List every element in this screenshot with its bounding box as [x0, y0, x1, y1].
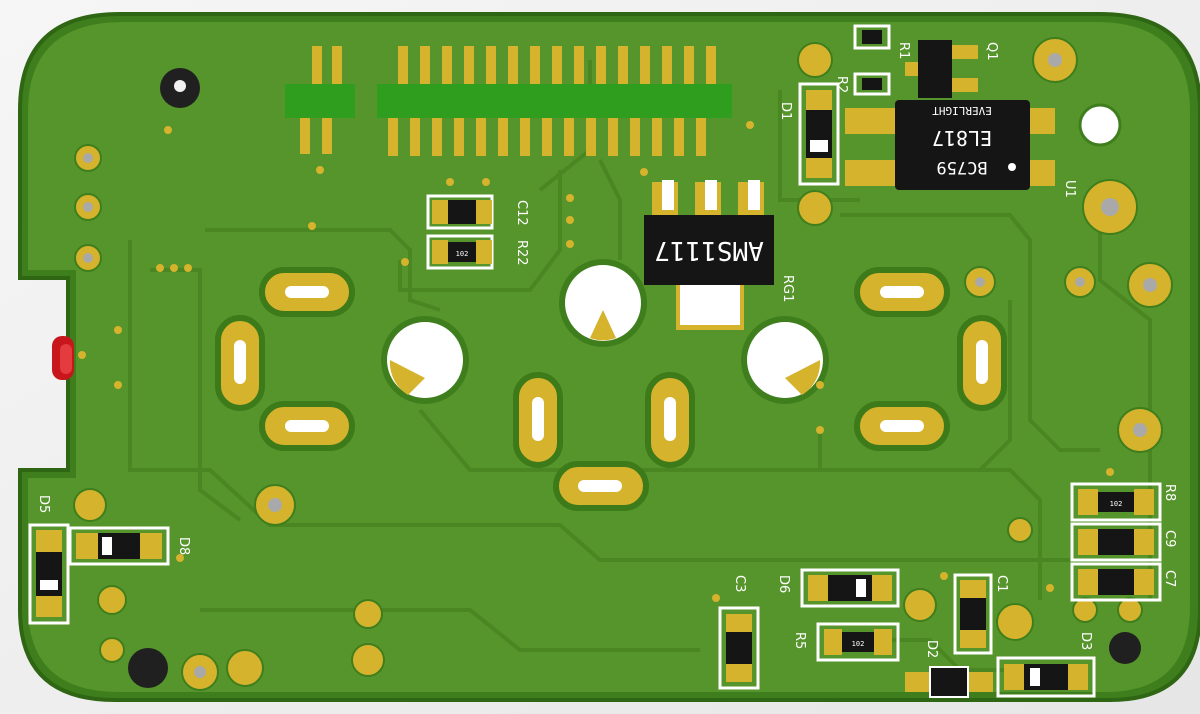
- smd-parts: 102 102: [28, 24, 1162, 698]
- label-q1: Q1: [984, 42, 999, 61]
- mount-holes-large: [381, 259, 829, 404]
- label-rg1: RG1: [780, 275, 795, 302]
- resistor-code-r22: 102: [456, 250, 469, 258]
- label-c12: C12: [514, 200, 529, 226]
- label-d1: D1: [778, 102, 793, 120]
- silkscreen-labels: R1 R2 Q1 D1 U1 C12 R22 RG1 D5 D8 C3 D6 R…: [36, 42, 1177, 658]
- optocoupler-brand: EVERLIGHT: [932, 104, 992, 117]
- regulator-marking: AMS1117: [654, 235, 764, 265]
- label-c7: C7: [1162, 570, 1177, 587]
- resistor-code-r8: 102: [1110, 500, 1123, 508]
- label-d5: D5: [36, 495, 51, 513]
- through-holes: [73, 37, 1173, 691]
- label-r5: R5: [792, 632, 807, 649]
- label-d2: D2: [924, 640, 939, 658]
- label-c1: C1: [994, 575, 1009, 592]
- label-d3: D3: [1078, 632, 1093, 650]
- vias: [78, 121, 1114, 602]
- label-c9: C9: [1162, 530, 1177, 547]
- label-r22: R22: [514, 240, 529, 266]
- optocoupler-code: BC759: [936, 157, 987, 177]
- label-r8: R8: [1162, 484, 1177, 501]
- label-c3: C3: [732, 575, 747, 592]
- optocoupler-u1: EVERLIGHT EL817 BC759: [845, 100, 1055, 190]
- fpc-connector: [285, 46, 732, 156]
- optocoupler-part: EL817: [932, 126, 992, 150]
- label-d8: D8: [176, 537, 191, 555]
- resistor-code-r5: 102: [852, 640, 865, 648]
- label-r2: R2: [834, 76, 849, 93]
- label-d6: D6: [776, 575, 791, 593]
- label-r1: R1: [896, 42, 911, 59]
- regulator-rg1: AMS1117: [644, 180, 774, 330]
- led-indicator: [52, 336, 74, 380]
- label-u1: U1: [1062, 180, 1077, 198]
